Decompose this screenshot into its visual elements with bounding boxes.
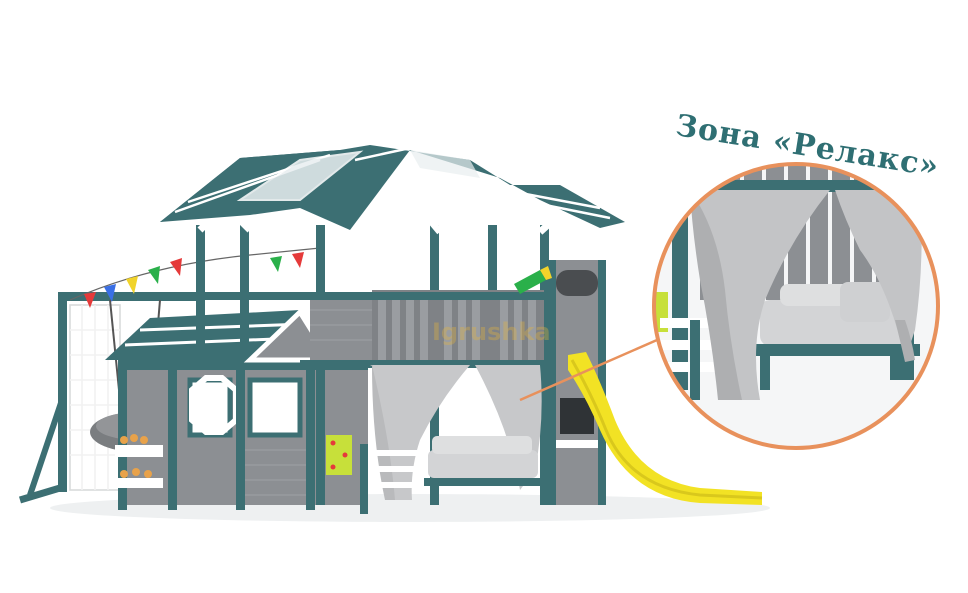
tic-tac-toe-panel bbox=[326, 435, 352, 475]
relax-zone-zoom bbox=[654, 164, 938, 448]
yellow-slide bbox=[568, 352, 763, 505]
callout-pointer-line bbox=[519, 338, 658, 402]
swing-frame bbox=[18, 292, 198, 504]
lower-house bbox=[115, 360, 368, 510]
main-roof bbox=[160, 145, 625, 230]
bunting-flags bbox=[69, 247, 321, 308]
lower-roof bbox=[105, 308, 335, 363]
watermark-text: Igrushka bbox=[432, 318, 551, 346]
zoom-circle-outline bbox=[652, 162, 940, 450]
relax-zone bbox=[360, 365, 544, 514]
telescope bbox=[514, 266, 552, 294]
upper-house bbox=[190, 225, 554, 505]
